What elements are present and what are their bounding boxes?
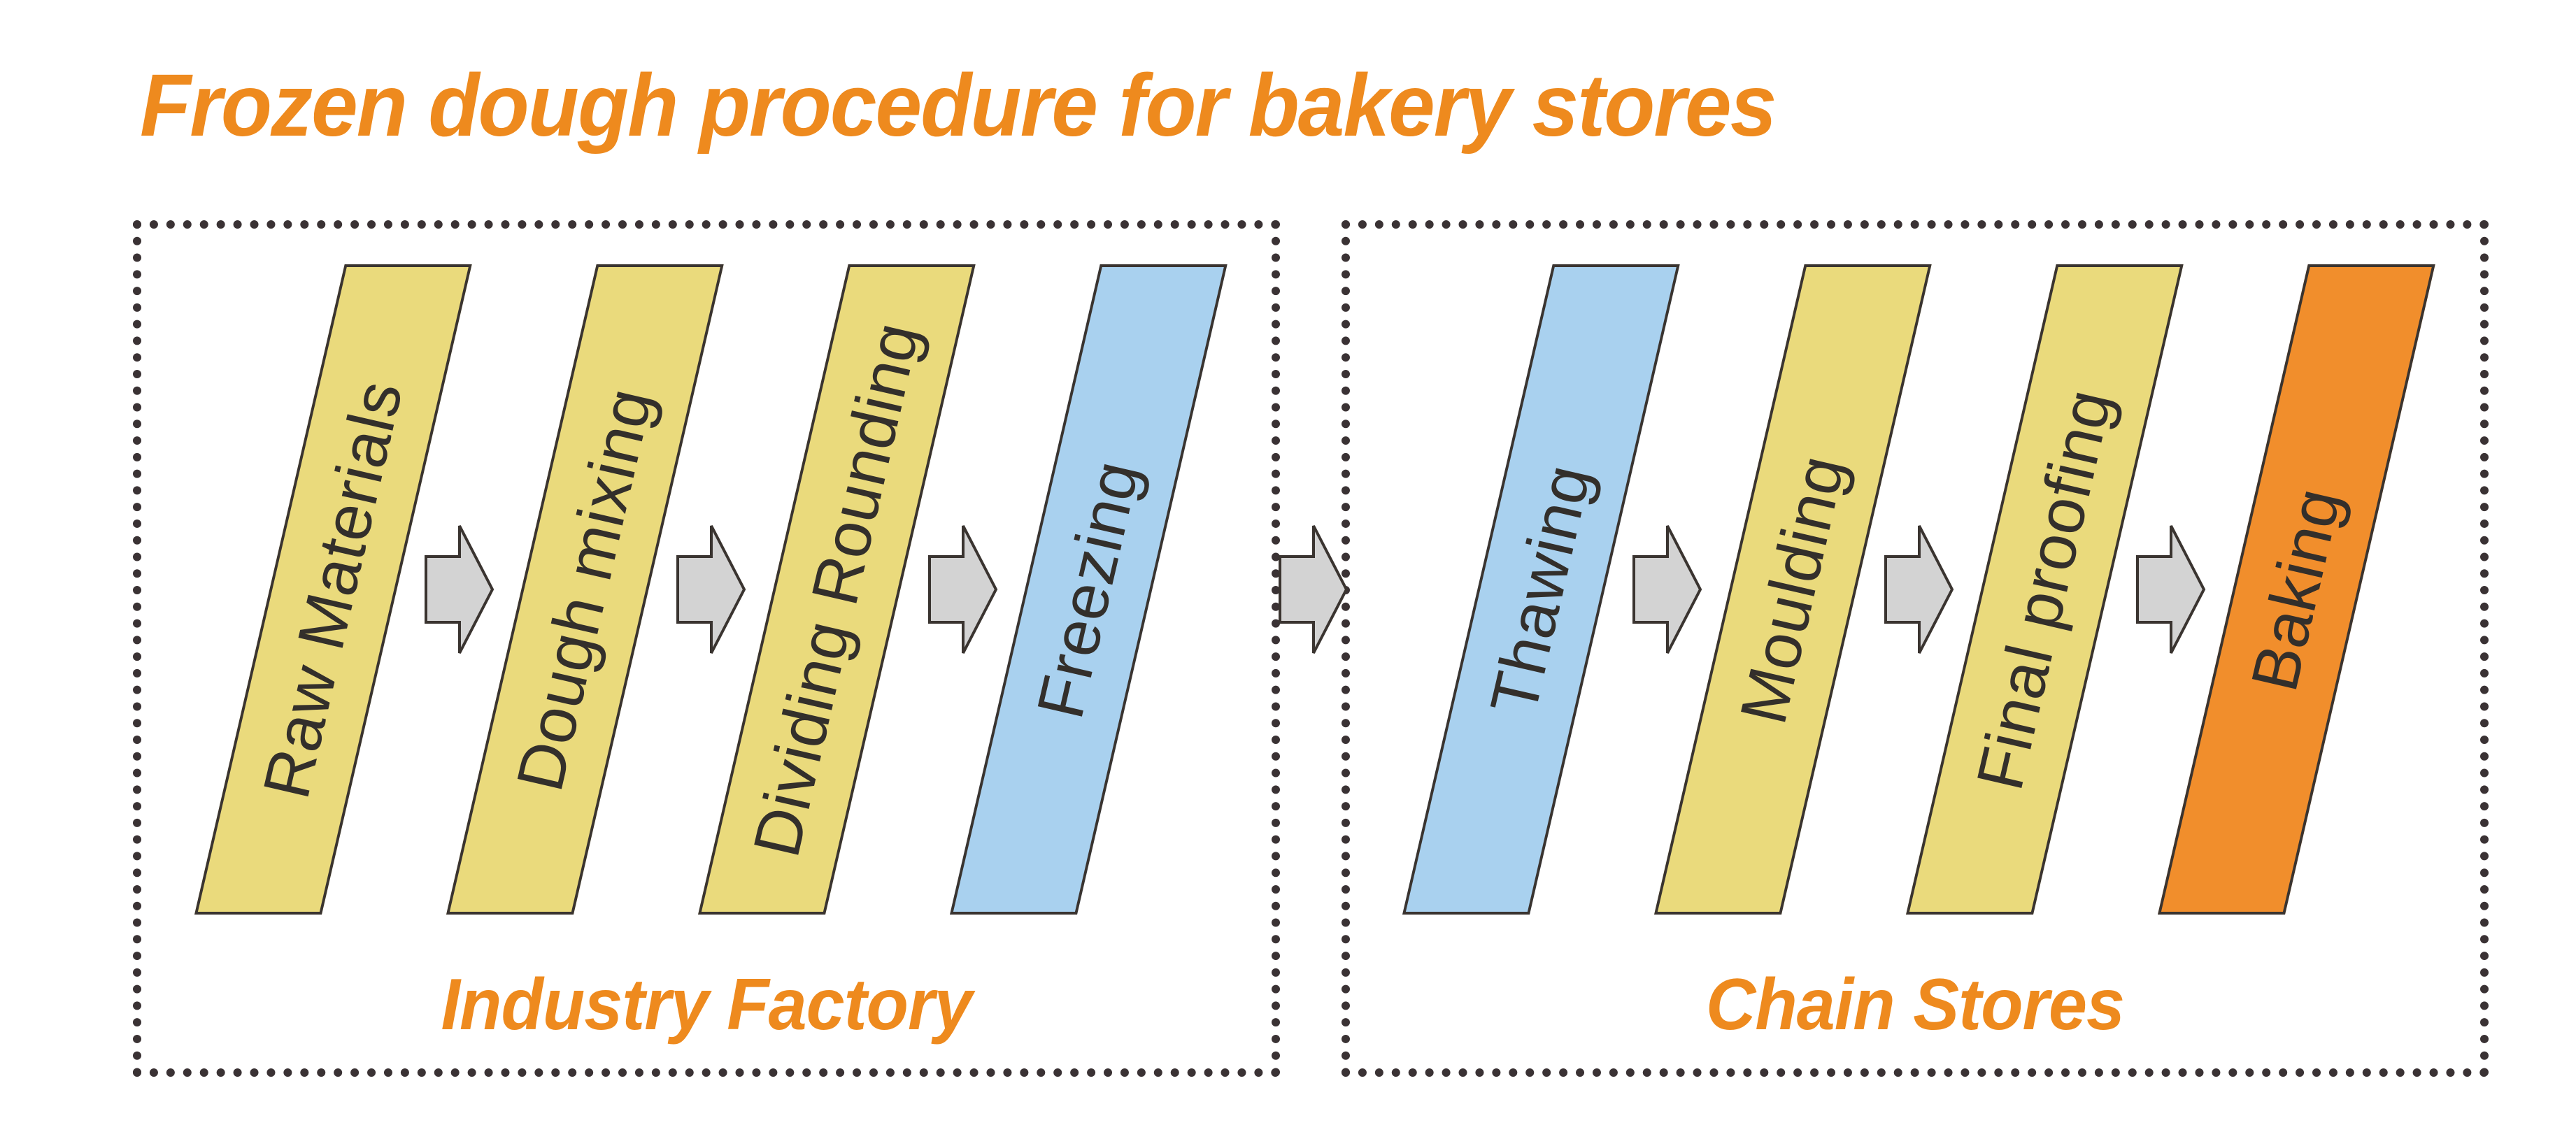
flow-arrow-icon xyxy=(1632,525,1702,654)
flow-arrow-icon xyxy=(425,525,494,654)
stores-zone-border xyxy=(1342,220,2489,1077)
factory-zone-label: Industry Factory xyxy=(441,964,973,1045)
factory-zone-border xyxy=(133,220,1280,1077)
stage-raw-materials: Raw Materials xyxy=(194,264,472,915)
flow-arrow-icon xyxy=(676,525,746,654)
stores-zone-label: Chain Stores xyxy=(1706,964,2125,1045)
diagram-title: Frozen dough procedure for bakery stores xyxy=(140,56,1777,155)
stage-thawing: Thawing xyxy=(1402,264,1680,915)
flow-arrow-icon xyxy=(1884,525,1954,654)
flow-arrow-icon xyxy=(1279,525,1349,654)
flow-arrow-icon xyxy=(2136,525,2206,654)
flow-arrow-icon xyxy=(928,525,998,654)
